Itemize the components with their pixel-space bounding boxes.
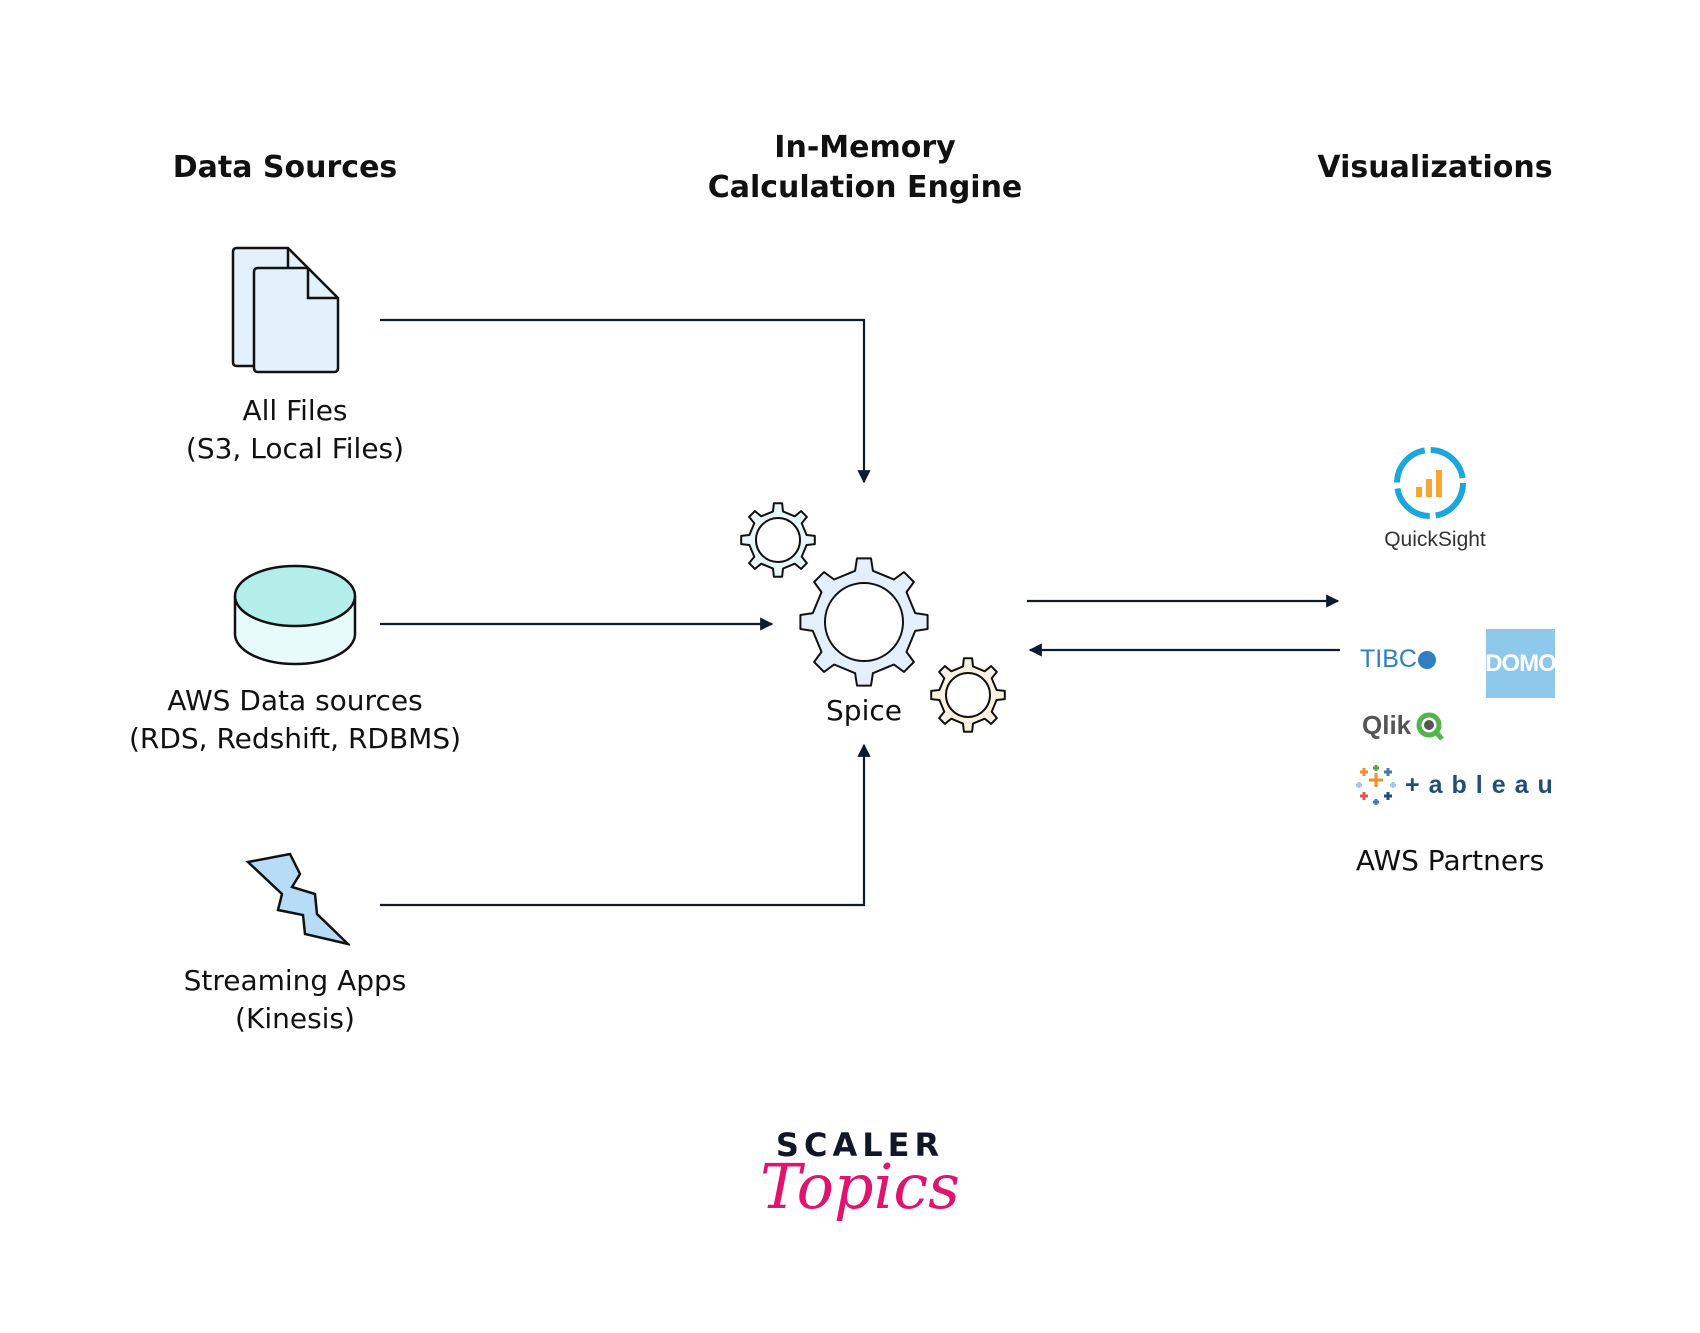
tibco-logo: TIBC — [1360, 645, 1436, 674]
quicksight-label: QuickSight — [1384, 528, 1486, 551]
lightning-icon — [245, 852, 350, 946]
gears-icon — [740, 502, 1006, 733]
topics-wordmark: Topics — [760, 1150, 960, 1223]
spice-label: Spice — [826, 694, 902, 727]
streaming-source-detail: (Kinesis) — [235, 1002, 355, 1035]
tableau-wordmark: +ableau — [1405, 770, 1562, 799]
qlik-wordmark: Qlik — [1362, 710, 1412, 740]
database-icon — [233, 564, 357, 666]
scaler-wordmark: SCALER — [775, 1126, 945, 1164]
aws-source-label: AWS Data sources (RDS, Redshift, RDBMS) — [125, 682, 465, 758]
tableau-cross-icon — [1356, 765, 1396, 805]
small-gear-top-icon — [740, 502, 816, 578]
arrow-streaming-to-spice — [380, 743, 871, 907]
tibco-wordmark: TIBC — [1360, 645, 1417, 673]
files-source-detail: (S3, Local Files) — [185, 432, 405, 465]
small-gear-bottom-hole — [945, 672, 991, 718]
tibco-ball-icon — [1417, 650, 1436, 669]
quicksight-logo — [1394, 447, 1466, 519]
engine-heading: In-Memory Calculation Engine — [700, 128, 1030, 208]
small-gear-bottom-icon — [930, 657, 1006, 733]
qlik-logo: Qlik — [1362, 710, 1445, 741]
engine-heading-line1: In-Memory — [774, 130, 956, 165]
files-source-label: All Files (S3, Local Files) — [145, 392, 445, 468]
main-gear-hole — [824, 582, 904, 662]
domo-wordmark: DOMO — [1485, 649, 1557, 677]
data-sources-heading: Data Sources — [172, 150, 398, 185]
domo-logo: DOMO — [1485, 629, 1557, 698]
main-gear-icon — [799, 557, 929, 687]
engine-heading-line2: Calculation Engine — [707, 170, 1023, 205]
aws-source-detail: (RDS, Redshift, RDBMS) — [128, 722, 462, 755]
streaming-source-title: Streaming Apps — [183, 964, 407, 997]
streaming-source-label: Streaming Apps (Kinesis) — [145, 962, 445, 1038]
arrow-files-to-spice — [380, 318, 871, 484]
visualizations-heading: Visualizations — [1317, 150, 1553, 185]
qlik-q-icon — [1416, 712, 1445, 741]
small-gear-top-hole — [755, 517, 801, 563]
tableau-logo: +ableau — [1355, 765, 1562, 805]
documents-icon — [231, 246, 340, 374]
files-source-title: All Files — [242, 394, 348, 427]
aws-source-title: AWS Data sources — [167, 684, 423, 717]
aws-partners-label: AWS Partners — [1355, 844, 1545, 877]
